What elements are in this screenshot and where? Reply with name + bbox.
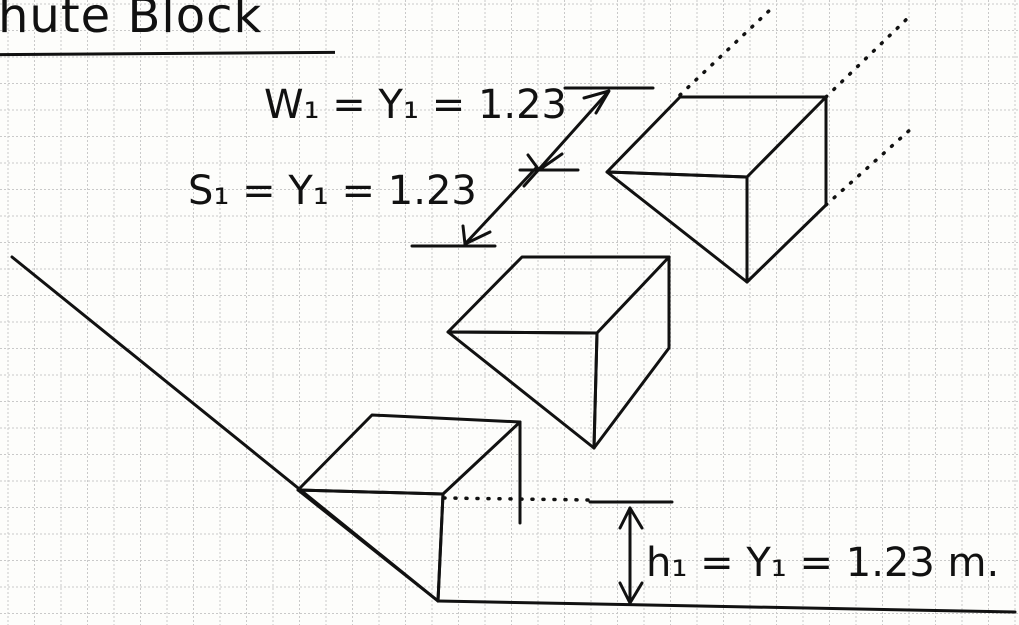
height-dimension-label: h₁ = Y₁ = 1.23 m. [646, 540, 1000, 586]
h-arrowhead-top [618, 506, 644, 530]
s-dimension-line [463, 166, 538, 246]
page-title: hute Block [0, 0, 263, 44]
width-dimension-label: W₁ = Y₁ = 1.23 [264, 82, 568, 128]
h-arrowhead-bottom [618, 581, 644, 605]
dotted-projection-top-right [824, 12, 914, 99]
dotted-projection-block1 [442, 496, 592, 502]
dotted-projection-top-left [678, 6, 774, 97]
dotted-projection-right [824, 126, 914, 207]
chute-block-2 [446, 255, 671, 450]
floor-line [436, 599, 1017, 614]
chute-block-3 [605, 95, 828, 284]
w-arrowhead-bottom [526, 152, 564, 172]
spacing-dimension-label: S₁ = Y₁ = 1.23 [188, 168, 477, 214]
chute-block-1 [296, 413, 522, 603]
w-arrowhead-top [582, 89, 611, 115]
s-arrowhead-bottom [461, 224, 492, 246]
